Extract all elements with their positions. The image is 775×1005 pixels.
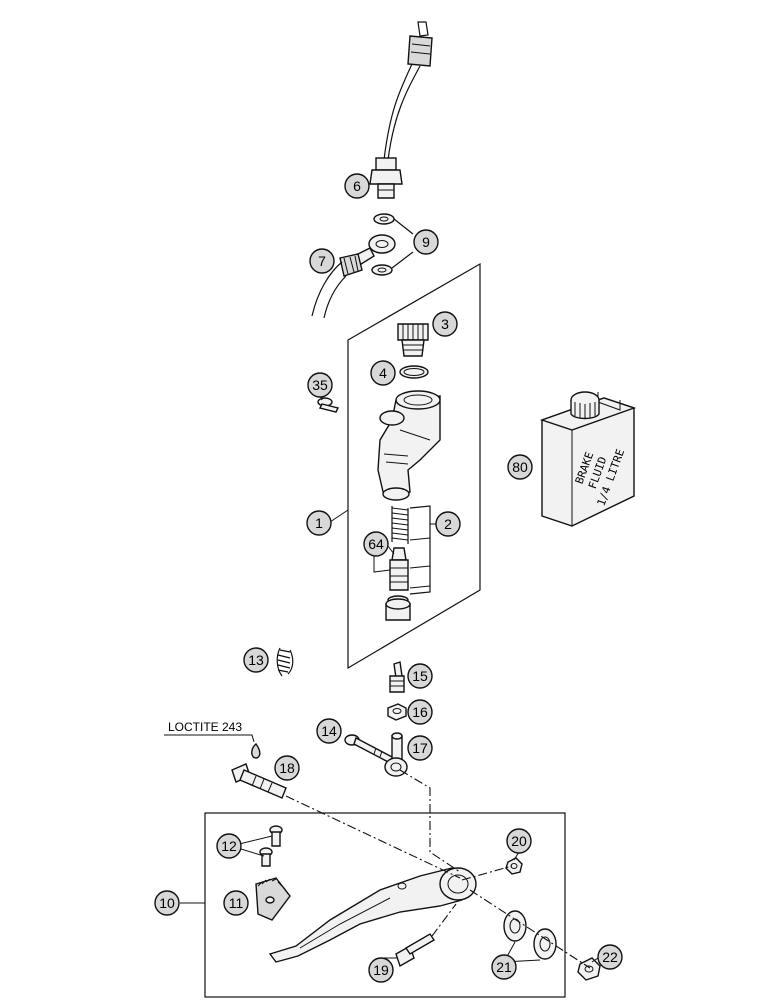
nut-22 xyxy=(577,957,601,981)
brake-fluid-can: BRAKE FLUID 1/4 LITRE xyxy=(539,391,637,527)
callout-2: 2 xyxy=(435,511,461,537)
callout-20: 20 xyxy=(506,828,532,854)
loctite-note: LOCTITE 243 xyxy=(168,720,242,734)
clevis-bolt xyxy=(344,734,395,766)
svg-text:13: 13 xyxy=(248,652,264,668)
assembly-line-pivot xyxy=(285,795,461,879)
svg-text:3: 3 xyxy=(441,316,449,332)
callout-17: 17 xyxy=(407,735,433,761)
callout-18: 18 xyxy=(274,755,300,781)
reservoir-cap xyxy=(397,323,429,357)
callout-11: 11 xyxy=(223,890,249,916)
callout-15: 15 xyxy=(407,663,433,689)
lock-nut xyxy=(387,703,407,721)
callout-7: 7 xyxy=(309,248,335,274)
master-cylinder-body xyxy=(377,390,441,501)
brake-pedal-group-frame xyxy=(204,812,566,998)
svg-text:18: 18 xyxy=(279,760,295,776)
callout-21: 21 xyxy=(491,954,517,980)
step-screws xyxy=(259,825,283,867)
callout-80: 80 xyxy=(507,454,533,480)
callout-9: 9 xyxy=(413,229,439,255)
svg-text:6: 6 xyxy=(353,178,361,194)
callout-4: 4 xyxy=(370,360,396,386)
master-cylinder-group-frame xyxy=(347,262,481,670)
pedal-step-plate xyxy=(255,877,291,921)
svg-text:9: 9 xyxy=(422,234,430,250)
assembly-line-nut20 xyxy=(461,865,513,881)
callout-16: 16 xyxy=(407,699,433,725)
svg-text:10: 10 xyxy=(159,895,175,911)
svg-text:4: 4 xyxy=(379,365,387,381)
callout-35: 35 xyxy=(307,372,333,398)
brake-hose xyxy=(311,234,396,319)
loctite-drop xyxy=(251,742,261,759)
svg-text:21: 21 xyxy=(496,959,512,975)
svg-text:14: 14 xyxy=(321,723,337,739)
callout-10: 10 xyxy=(154,890,180,916)
assembly-line-bolt19 xyxy=(431,903,457,937)
screw-35 xyxy=(317,393,340,413)
callout-3: 3 xyxy=(432,311,458,337)
return-spring xyxy=(276,647,294,677)
svg-text:35: 35 xyxy=(312,377,328,393)
pivot-bolt xyxy=(231,763,287,799)
svg-text:17: 17 xyxy=(412,740,428,756)
assembly-line-bearings xyxy=(469,889,591,969)
callout-6: 6 xyxy=(344,173,370,199)
svg-text:15: 15 xyxy=(412,668,428,684)
svg-text:20: 20 xyxy=(511,833,527,849)
assembly-line-clevis xyxy=(399,769,461,873)
callout-19: 19 xyxy=(368,957,394,983)
callout-22: 22 xyxy=(597,944,623,970)
callout-12: 12 xyxy=(216,833,242,859)
piston-spring-kit xyxy=(373,505,431,621)
callout-64: 64 xyxy=(363,531,389,557)
nut-20 xyxy=(505,857,523,875)
svg-text:64: 64 xyxy=(368,536,384,552)
svg-text:7: 7 xyxy=(318,253,326,269)
svg-text:16: 16 xyxy=(412,704,428,720)
svg-text:80: 80 xyxy=(512,459,528,475)
push-rod xyxy=(389,661,405,693)
svg-text:2: 2 xyxy=(444,516,452,532)
pedal-pivot-bolt xyxy=(395,933,435,968)
svg-text:22: 22 xyxy=(602,949,618,965)
callout-1: 1 xyxy=(306,510,332,536)
svg-text:19: 19 xyxy=(373,962,389,978)
callout-14: 14 xyxy=(316,718,342,744)
svg-text:11: 11 xyxy=(229,895,244,911)
callout-13: 13 xyxy=(243,647,269,673)
svg-text:1: 1 xyxy=(315,515,323,531)
svg-text:12: 12 xyxy=(221,838,237,854)
pedal-bearings xyxy=(503,910,557,960)
brake-pedal-arm xyxy=(268,867,477,963)
sealing-washers xyxy=(371,213,414,276)
brake-light-switch xyxy=(369,21,433,199)
